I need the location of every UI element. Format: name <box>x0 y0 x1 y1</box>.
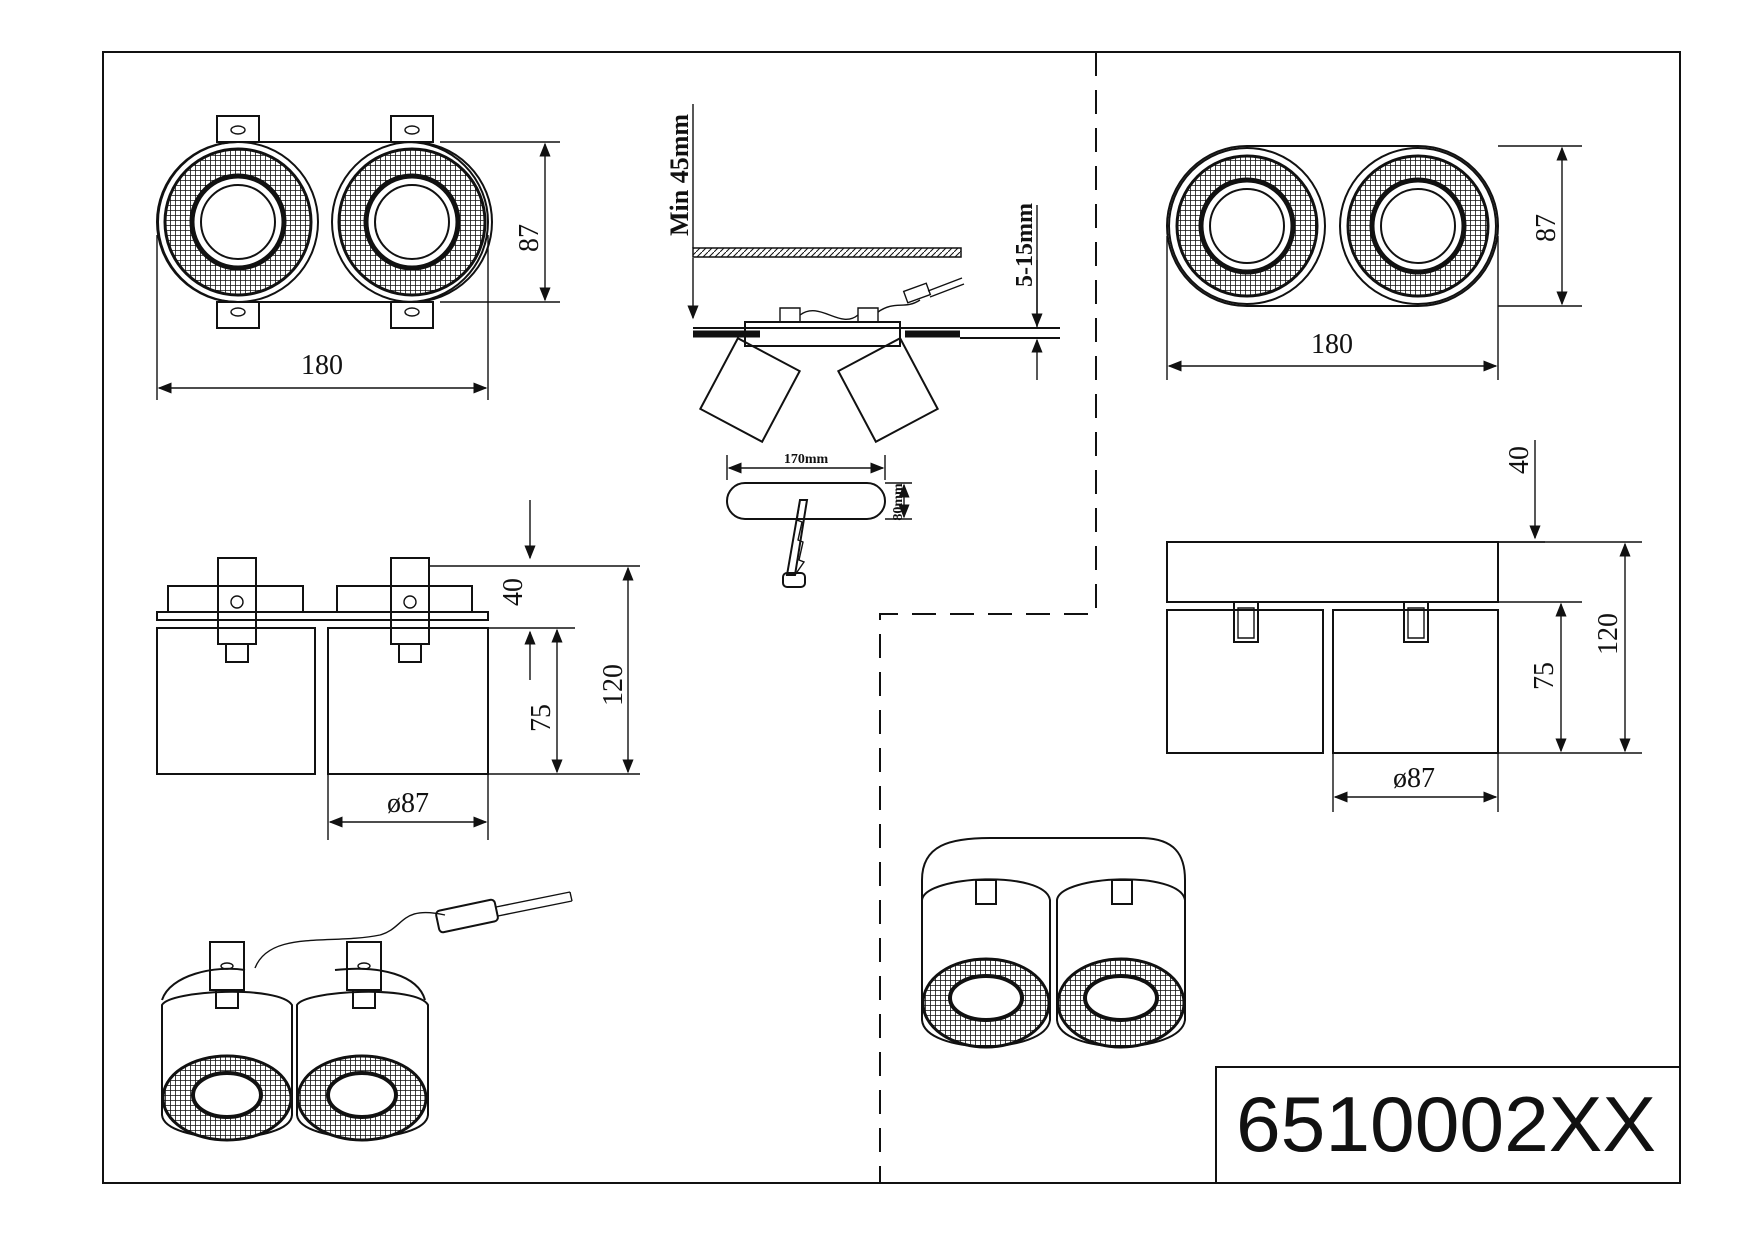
surface-base-label: 40 <box>1504 446 1535 474</box>
recessed-body-label: 75 <box>526 704 557 732</box>
surface-top-view: 87 180 <box>1166 145 1582 380</box>
recessed-top-height-label: 87 <box>514 224 545 252</box>
section-divider <box>879 52 1097 1183</box>
title-block: 6510002XX <box>1215 1066 1681 1184</box>
recessed-diameter-label: ø87 <box>387 788 429 819</box>
recessed-flange-label: 40 <box>498 578 529 606</box>
surface-perspective <box>921 837 1186 1049</box>
surface-height-label: 120 <box>1593 613 1624 655</box>
drawing-frame <box>102 51 1681 1184</box>
surface-diameter-label: ø87 <box>1393 763 1435 794</box>
recessed-height-label: 120 <box>598 664 629 706</box>
recessed-perspective <box>161 891 573 1142</box>
surface-side-view: 40 75 120 ø87 <box>1166 440 1642 812</box>
recessed-side-view: 40 75 120 ø87 <box>156 500 640 840</box>
product-code: 6510002XX <box>1236 1080 1656 1168</box>
recessed-top-width-label: 180 <box>301 350 343 381</box>
ceiling-clearance-label: Min 45mm <box>665 114 694 236</box>
surface-body-label: 75 <box>1529 662 1560 690</box>
ceiling-thickness-label: 5-15mm <box>1012 203 1038 287</box>
cutout-length-label: 170mm <box>784 452 829 467</box>
surface-top-width-label: 180 <box>1311 329 1353 360</box>
surface-top-height-label: 87 <box>1531 214 1562 242</box>
cutout-width-label: 80mm <box>891 483 906 521</box>
installation-diagram: Min 45mm 5-15mm 170mm 80mm <box>665 104 1060 588</box>
recessed-top-view: 87 180 <box>156 115 560 400</box>
